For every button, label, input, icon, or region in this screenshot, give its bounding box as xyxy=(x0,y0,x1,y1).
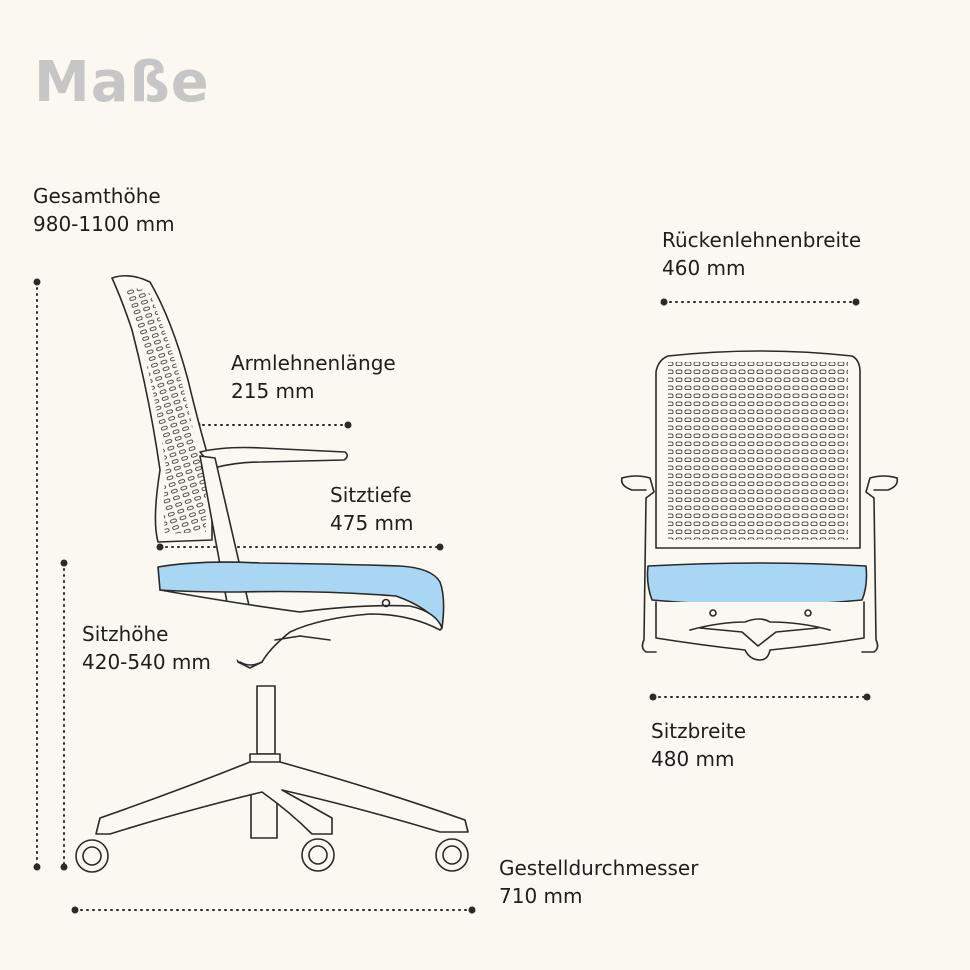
gesamthoehe-name: Gesamthöhe xyxy=(33,184,161,208)
page-title: Maße xyxy=(34,50,210,115)
sitztiefe-label: Sitztiefe 475 mm xyxy=(330,481,414,537)
rueckenlehnenbreite-value: 460 mm xyxy=(662,256,746,280)
front-seat xyxy=(646,562,868,606)
gestelldurchmesser-name: Gestelldurchmesser xyxy=(499,856,699,880)
chair-side-view xyxy=(75,274,469,873)
sitzhoehe-value: 420-540 mm xyxy=(82,650,211,674)
side-backrest-mesh xyxy=(124,288,206,534)
dimension-lines xyxy=(36,281,868,911)
front-armrest-right xyxy=(861,475,898,653)
sitzhoehe-label: Sitzhöhe 420-540 mm xyxy=(82,620,211,676)
side-armrest-pad xyxy=(199,446,349,469)
sitztiefe-name: Sitztiefe xyxy=(330,483,412,507)
sitztiefe-value: 475 mm xyxy=(330,511,414,535)
side-base xyxy=(95,761,469,835)
dimension-endpoints xyxy=(33,278,871,914)
front-backrest-mesh xyxy=(668,362,848,540)
gestelldurchmesser-label: Gestelldurchmesser 710 mm xyxy=(499,854,698,910)
rueckenlehnenbreite-name: Rückenlehnenbreite xyxy=(662,228,862,252)
front-mechanism xyxy=(655,601,865,661)
sitzbreite-name: Sitzbreite xyxy=(651,719,747,743)
side-gas-lift xyxy=(256,685,276,755)
armlehnenlaenge-name: Armlehnenlänge xyxy=(231,351,396,375)
gesamthoehe-label: Gesamthöhe 980-1100 mm xyxy=(33,182,175,238)
side-casters xyxy=(75,838,469,873)
side-seat-mechanism xyxy=(159,589,443,666)
rueckenlehnenbreite-label: Rückenlehnenbreite 460 mm xyxy=(662,226,861,282)
sitzbreite-value: 480 mm xyxy=(651,747,735,771)
chair-front-view xyxy=(620,350,899,661)
gestelldurchmesser-value: 710 mm xyxy=(499,884,583,908)
sitzhoehe-name: Sitzhöhe xyxy=(82,622,169,646)
gesamthoehe-value: 980-1100 mm xyxy=(33,212,175,236)
front-armrest-left xyxy=(621,475,657,653)
side-seat xyxy=(157,561,445,629)
sitzbreite-label: Sitzbreite 480 mm xyxy=(651,717,746,773)
armlehnenlaenge-label: Armlehnenlänge 215 mm xyxy=(231,349,396,405)
armlehnenlaenge-value: 215 mm xyxy=(231,379,315,403)
